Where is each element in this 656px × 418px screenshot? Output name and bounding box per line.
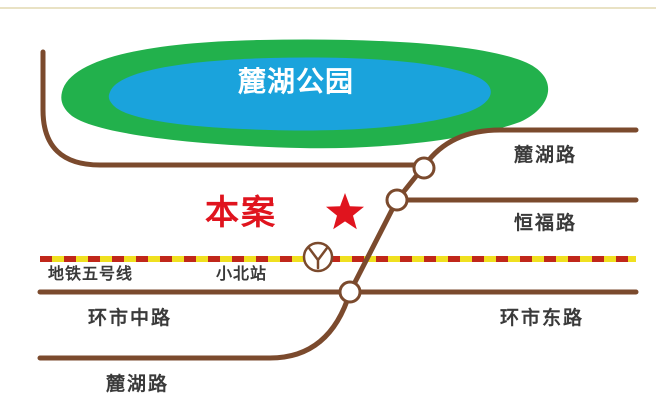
road-label-luhu-right: 麓湖路 [514,144,578,166]
junction-node-2 [385,188,409,212]
star-icon [326,193,364,230]
metro-station-label: 小北站 [216,264,268,283]
metro-station-icon [302,241,334,273]
junction-node-3 [338,280,362,304]
road-label-luhu-bottom: 麓湖路 [106,373,170,395]
road-luhu-loop [40,49,423,168]
project-label: 本案 [205,193,277,233]
road-label-huanshi-dong: 环市东路 [500,307,585,329]
metro-line-label: 地铁五号线 [48,264,134,283]
junction-node-1 [412,156,436,180]
park-label: 麓湖公园 [238,65,355,98]
road-luhu-right [422,127,639,168]
road-label-hengfu: 恒福路 [514,212,578,234]
junction-nodes [338,156,436,304]
park-area [61,39,549,149]
park-lake [108,57,491,131]
road-label-huanshi-zhong: 环市中路 [88,307,173,329]
